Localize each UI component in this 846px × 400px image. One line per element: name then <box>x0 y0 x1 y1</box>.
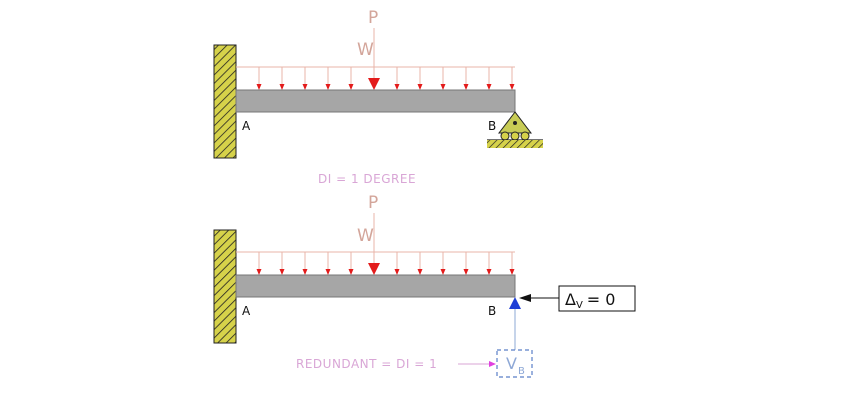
load-arrow-head-icon <box>417 84 423 90</box>
load-arrow-head-icon <box>348 84 354 90</box>
deflection-symbol: Δ <box>565 290 576 309</box>
point-load-label: P <box>368 193 378 213</box>
load-arrow-head-icon <box>486 269 492 275</box>
load-arrow-head-icon <box>256 84 262 90</box>
point-load-arrowhead <box>368 78 380 90</box>
load-arrow-head-icon <box>279 84 285 90</box>
distributed-load-label: W <box>357 40 374 60</box>
load-arrow-head-icon <box>302 269 308 275</box>
end-a-label: A <box>242 119 251 133</box>
bottom-diagram: P W A B ΔV= 0 REDUNDANT = DI = 1 V B <box>213 193 636 378</box>
redundant-symbol: V <box>506 354 517 373</box>
load-arrow-head-icon <box>394 84 400 90</box>
point-load-arrowhead <box>368 263 380 275</box>
deflection-value: = 0 <box>587 290 616 309</box>
redundant-label: REDUNDANT = DI = 1 <box>296 357 437 371</box>
load-arrow-head-icon <box>417 269 423 275</box>
load-arrow-head-icon <box>348 269 354 275</box>
load-arrow-head-icon <box>279 269 285 275</box>
load-arrow-head-icon <box>463 269 469 275</box>
di-caption: DI = 1 DEGREE <box>318 172 416 186</box>
load-arrow-head-icon <box>325 269 331 275</box>
deflection-box <box>558 285 636 312</box>
beam <box>235 274 516 298</box>
redundant-subscript: B <box>518 366 525 377</box>
deflection-arrowhead-icon <box>519 294 531 302</box>
load-arrow-head-icon <box>302 84 308 90</box>
point-load-label: P <box>368 8 378 28</box>
load-arrow-head-icon <box>256 269 262 275</box>
fixed-wall-icon <box>213 44 237 159</box>
end-a-label: A <box>242 304 251 318</box>
distributed-load-arrows <box>256 252 515 275</box>
end-b-label: B <box>488 119 496 133</box>
load-arrow-head-icon <box>486 84 492 90</box>
distributed-load-arrows <box>256 67 515 90</box>
load-arrow-head-icon <box>509 84 515 90</box>
end-b-label: B <box>488 304 496 318</box>
load-arrow-head-icon <box>440 84 446 90</box>
roller-support-icon <box>487 111 543 148</box>
top-diagram: P W A B <box>213 8 543 159</box>
beam <box>235 89 516 113</box>
reaction-arrowhead-icon <box>509 297 521 309</box>
redundant-box <box>496 349 533 378</box>
load-arrow-head-icon <box>394 269 400 275</box>
load-arrow-head-icon <box>325 84 331 90</box>
deflection-subscript: V <box>576 300 583 311</box>
load-arrow-head-icon <box>463 84 469 90</box>
load-arrow-head-icon <box>440 269 446 275</box>
redundant-pointer-arrowhead-icon <box>489 361 496 367</box>
fixed-wall-icon <box>213 229 237 344</box>
load-arrow-head-icon <box>509 269 515 275</box>
distributed-load-label: W <box>357 226 374 246</box>
deflection-label: ΔV = 0 <box>565 290 615 311</box>
